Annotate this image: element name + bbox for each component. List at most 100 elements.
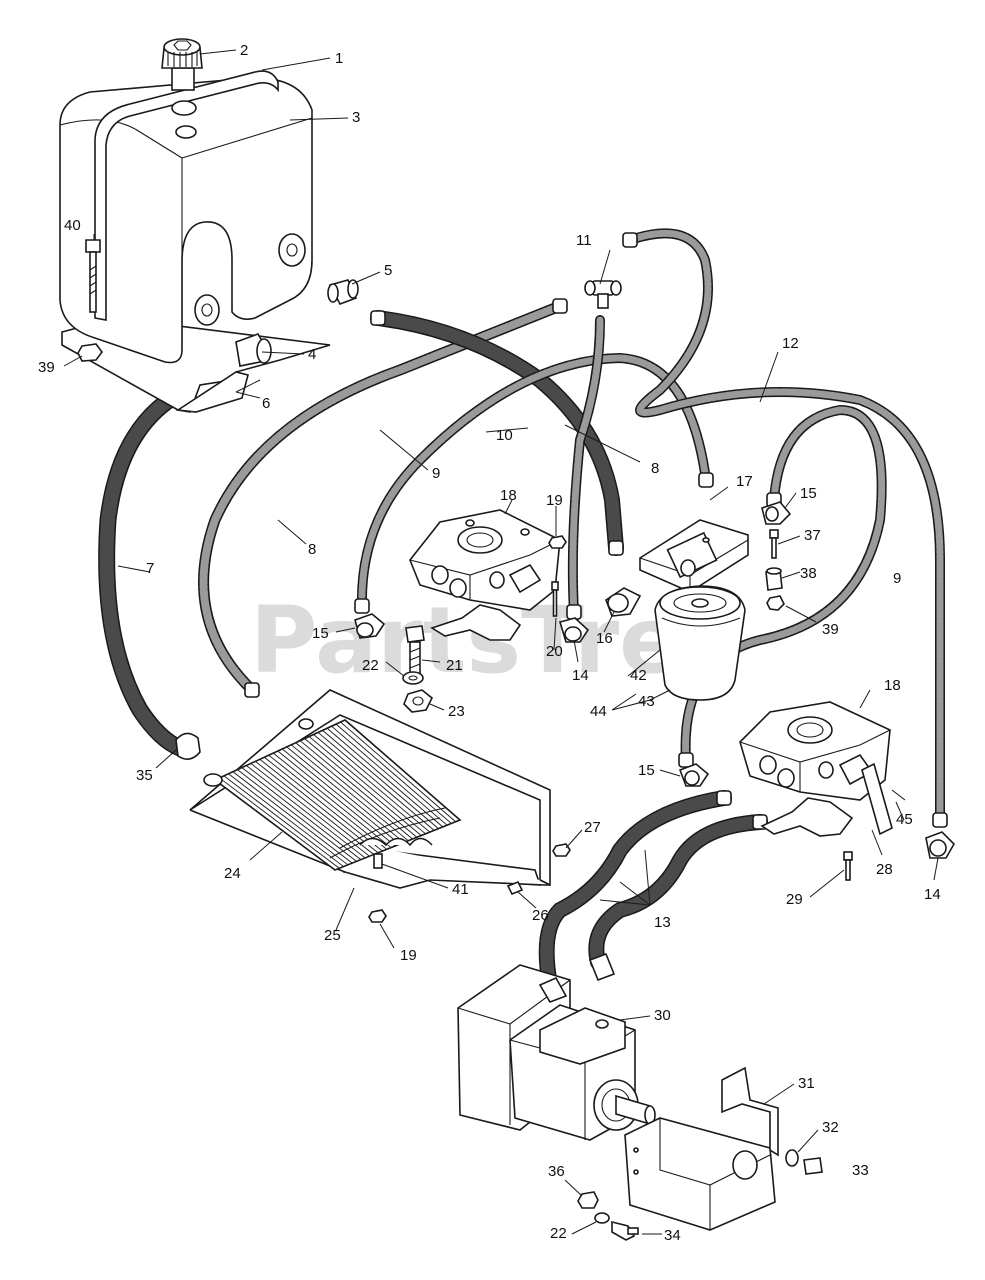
- callout-label: 26: [532, 907, 549, 924]
- cooler-fin: [214, 779, 336, 871]
- small-hardware-upper: [402, 535, 567, 713]
- hose-end-fitting: [678, 752, 694, 768]
- cooler-fin: [326, 727, 444, 828]
- callout-label: 22: [362, 657, 379, 674]
- cooler-fin: [317, 732, 435, 831]
- callout-label: 18: [500, 487, 517, 504]
- cooler-fin: [223, 775, 344, 867]
- callout-label: 27: [584, 819, 601, 836]
- hose-end-fitting: [370, 310, 386, 326]
- hydraulic-motor-assembly: [457, 952, 823, 1241]
- callout-label: 28: [876, 861, 893, 878]
- hose-9-left: [358, 354, 710, 610]
- callout-label: 4: [308, 346, 316, 363]
- bolt-head: [85, 239, 101, 253]
- callout-label: 14: [924, 886, 941, 903]
- callout-label: 8: [308, 541, 316, 558]
- callout-labels: 2 1 3 4 5 6 7 8 8 9 9 10 11 12 13 14 14 …: [38, 42, 941, 1244]
- cap-hex-socket: [173, 40, 192, 51]
- callout-label: 33: [852, 1162, 869, 1179]
- callout-label: 29: [786, 891, 803, 908]
- cap-knurl: [167, 52, 198, 67]
- callout-label: 5: [384, 262, 392, 279]
- cooler-fin: [241, 767, 362, 861]
- cap-neck: [171, 67, 195, 91]
- hose-7: [99, 381, 197, 755]
- callout-label: 19: [546, 492, 563, 509]
- plate-tab: [175, 371, 249, 413]
- callout-label: 15: [638, 762, 655, 779]
- hoses: [98, 228, 948, 993]
- callout-label: 20: [546, 643, 563, 660]
- cooler-fin: [246, 765, 366, 859]
- hose-end-fitting: [566, 604, 582, 620]
- callout-label: 21: [446, 657, 463, 674]
- bolt-thread: [89, 265, 97, 295]
- callout-label: 13: [654, 914, 671, 931]
- tank-port-right: [278, 233, 306, 267]
- callout-label: 18: [884, 677, 901, 694]
- filter-assembly: [639, 519, 749, 701]
- swivel-fittings-upper: [354, 587, 642, 643]
- cooler-fin: [259, 758, 379, 854]
- callout-label: 35: [136, 767, 153, 784]
- hose-end-fitting: [244, 682, 260, 698]
- small-hardware-filter: [765, 529, 785, 611]
- callout-label: 7: [146, 560, 154, 577]
- hose-end-fitting: [552, 298, 568, 314]
- hose-end-fitting: [622, 232, 638, 248]
- tank-strap: [94, 70, 279, 321]
- callout-label: 30: [654, 1007, 671, 1024]
- cooler-fin: [331, 725, 448, 826]
- cooler-fin: [232, 771, 353, 864]
- callout-label: 16: [596, 630, 613, 647]
- callout-label: 22: [550, 1225, 567, 1242]
- callout-label: 15: [312, 625, 329, 642]
- hose-end-fitting: [698, 472, 714, 488]
- cooler-fin: [340, 721, 456, 823]
- hose-13a: [540, 791, 731, 992]
- callout-label: 23: [448, 703, 465, 720]
- cooler-fin: [268, 754, 388, 850]
- tank-fill-hole: [175, 125, 197, 139]
- callout-label: 1: [335, 50, 343, 67]
- tank-port-left-inner: [201, 303, 213, 317]
- swivel-fitting-upper-right: [761, 501, 792, 525]
- hose-13b: [589, 815, 767, 969]
- callout-label: 12: [782, 335, 799, 352]
- callout-label: 34: [664, 1227, 681, 1244]
- cooler-fin: [237, 769, 357, 862]
- tee-fitting: [584, 280, 622, 309]
- cooler-fin: [322, 730, 439, 829]
- control-valve-upper: [409, 509, 561, 641]
- cooler-fin: [308, 736, 426, 835]
- callout-label: 42: [630, 667, 647, 684]
- callout-label: 11: [576, 232, 592, 249]
- hose-end-fitting: [716, 790, 732, 806]
- cooler-fin: [335, 723, 452, 824]
- callout-label: 9: [432, 465, 440, 482]
- cooler-fin: [344, 719, 461, 821]
- oil-cooler-assembly: [175, 689, 571, 923]
- callout-label: 15: [800, 485, 817, 502]
- callout-label: 10: [496, 427, 513, 444]
- callout-label: 39: [822, 621, 839, 638]
- callout-label: 36: [548, 1163, 565, 1180]
- control-valve-lower: [739, 701, 906, 881]
- callout-label: 14: [572, 667, 589, 684]
- tank-port-left: [194, 294, 220, 326]
- callout-label: 25: [324, 927, 341, 944]
- callout-label: 31: [798, 1075, 815, 1092]
- hose-11-12: [626, 229, 944, 824]
- reservoir-tank: [59, 38, 331, 413]
- callout-label: 43: [638, 693, 655, 710]
- callout-label: 3: [352, 109, 360, 126]
- nut: [77, 343, 103, 362]
- callout-label: 9: [893, 570, 901, 587]
- callout-label: 2: [240, 42, 248, 59]
- leader-lines: [63, 49, 939, 1235]
- cooler-fin: [264, 756, 383, 852]
- hose-8-long: [199, 302, 564, 694]
